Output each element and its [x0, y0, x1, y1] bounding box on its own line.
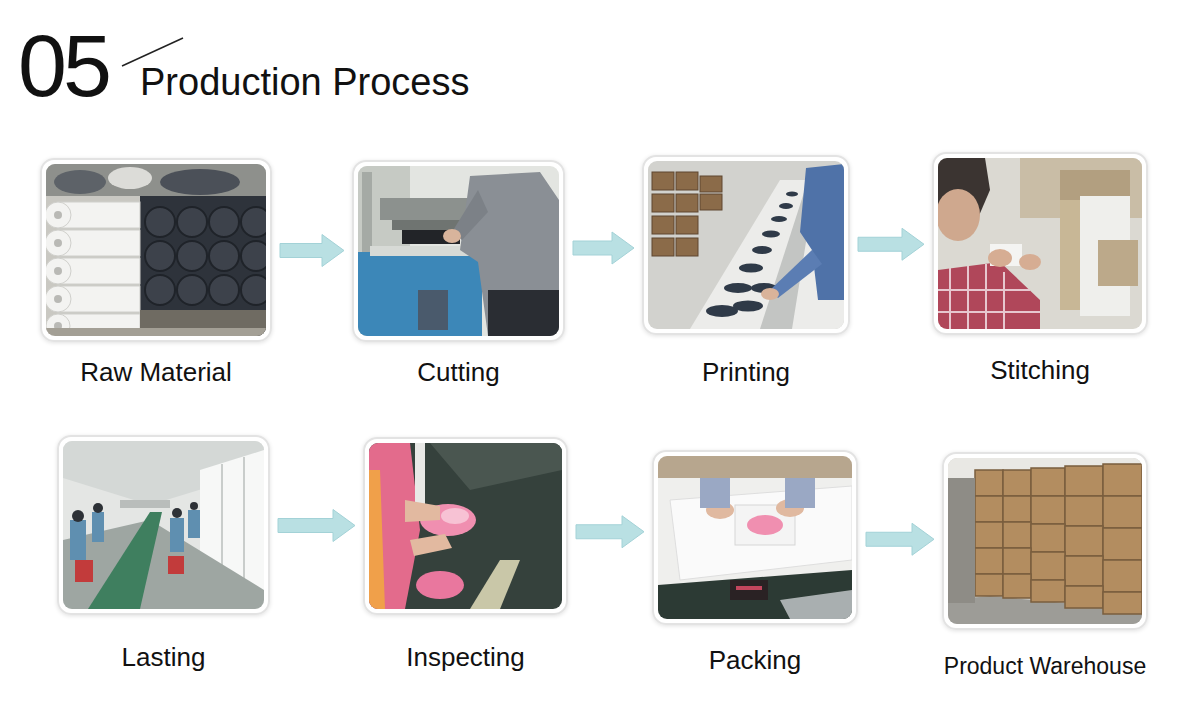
title-slash — [122, 38, 183, 66]
step-photo — [46, 164, 266, 336]
step-label: Cutting — [417, 358, 499, 388]
process-step: Raw Material — [40, 158, 272, 342]
step-photo — [358, 166, 559, 336]
step-label: Inspecting — [406, 643, 525, 673]
step-photo — [648, 161, 844, 329]
flow-arrow — [858, 228, 924, 260]
step-label: Raw Material — [80, 358, 232, 388]
flow-arrow — [576, 516, 644, 548]
process-step: Packing — [652, 450, 858, 625]
step-photo — [658, 456, 852, 619]
step-label: Stitching — [990, 356, 1090, 386]
process-step: Printing — [642, 155, 850, 335]
process-step: Stitching — [932, 152, 1148, 335]
step-label: Printing — [702, 358, 790, 388]
process-step: Product Warehouse — [942, 452, 1148, 630]
step-label: Product Warehouse — [944, 653, 1146, 679]
section-number: 05 — [18, 22, 108, 110]
flow-arrow — [280, 235, 344, 267]
step-photo — [369, 443, 562, 609]
step-photo — [63, 441, 264, 609]
step-photo — [948, 458, 1142, 624]
process-step: Cutting — [352, 160, 565, 342]
process-step: Lasting — [57, 435, 270, 615]
step-label: Packing — [709, 646, 802, 676]
step-label: Lasting — [122, 643, 206, 673]
flow-arrow — [573, 232, 634, 264]
page-title: Production Process — [140, 63, 470, 101]
process-step: Inspecting — [363, 437, 568, 615]
flow-arrow — [866, 523, 934, 555]
step-photo — [938, 158, 1142, 329]
flow-arrow — [278, 510, 355, 542]
